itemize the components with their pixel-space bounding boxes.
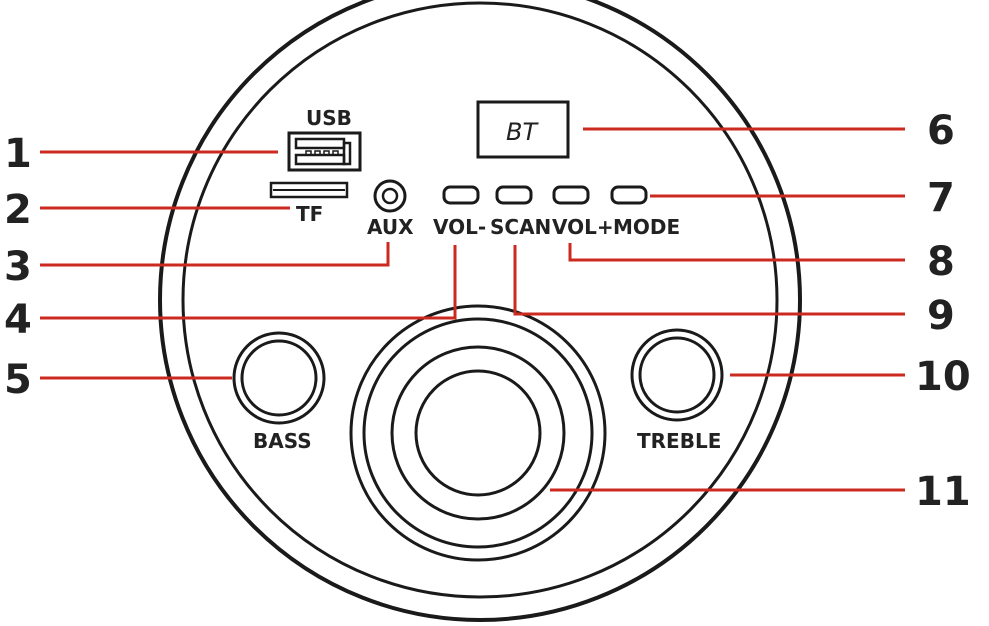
vol-plus-button[interactable] (552, 185, 590, 205)
scan-button[interactable] (495, 185, 533, 205)
callout-3: 3 (4, 244, 32, 290)
callout-10: 10 (915, 354, 971, 400)
buttons (442, 185, 648, 205)
aux-label: AUX (367, 215, 414, 239)
mode-label: MODE (613, 215, 680, 239)
treble-label: TREBLE (637, 429, 721, 453)
display-text: BT (506, 118, 539, 146)
leader-lines (40, 127, 905, 492)
tf-slot-icon (269, 181, 349, 199)
panel-outline (158, 0, 802, 622)
scan-label: SCAN (490, 215, 551, 239)
callout-4: 4 (4, 297, 32, 343)
aux-jack-icon (373, 179, 407, 213)
led-display (476, 100, 570, 159)
callout-6: 6 (927, 108, 955, 154)
bass-label: BASS (253, 429, 312, 453)
vol-minus-label: VOL- (433, 215, 486, 239)
tf-label: TF (296, 202, 323, 226)
callout-11: 11 (915, 469, 971, 515)
callout-1: 1 (4, 131, 32, 177)
usb-label: USB (306, 106, 352, 130)
callout-5: 5 (4, 357, 32, 403)
callout-8: 8 (927, 239, 955, 285)
callout-2: 2 (4, 187, 32, 233)
bass-knob[interactable] (232, 331, 326, 425)
vol-plus-label: VOL+ (552, 215, 614, 239)
mode-button[interactable] (610, 185, 648, 205)
speaker-driver (349, 304, 607, 562)
callout-9: 9 (927, 293, 955, 339)
usb-port-icon (287, 131, 362, 172)
treble-knob[interactable] (630, 328, 724, 422)
vol-minus-button[interactable] (442, 185, 480, 205)
callout-7: 7 (927, 175, 955, 221)
